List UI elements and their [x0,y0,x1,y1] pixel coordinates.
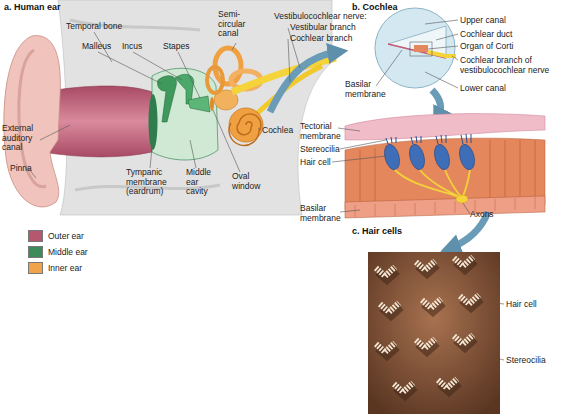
leader-line [232,43,236,50]
part-label: Vestibulocochlear nerve: [274,12,384,22]
legend-row: Outer ear [28,230,84,242]
panel-heading: b. Cochlea [352,2,452,12]
cochlea-spiral [229,114,261,146]
part-label: Axons [470,210,510,220]
leader-line [425,72,458,88]
oval-window [210,97,214,111]
part-label: Basilar membrane [345,80,385,99]
malleus [157,76,176,122]
leader-line [258,128,261,130]
leader-line [340,140,386,149]
stereocilia [386,137,396,144]
leader-line [463,203,470,214]
support-cells [360,140,535,205]
part-label: Middle ear cavity [186,168,216,197]
part-label: Stereocilia [506,356,561,366]
part-label: Tympanic membrane (eardrum) [126,168,170,197]
micrograph [368,252,500,414]
part-label: Cochlear branch of vestibulocochlear ner… [460,56,562,75]
leader-line [133,52,182,80]
leader-line [150,148,152,168]
hair-cell [407,143,427,172]
bundle-highlights [376,257,479,392]
part-label: Oval window [232,172,262,191]
leader-line [190,140,196,168]
hair-cell [382,143,402,172]
part-label: Cochlear duct [460,30,560,40]
part-label: Lower canal [460,84,560,94]
leader-line [338,128,360,131]
membrane-fibers [355,197,535,217]
leader-line [40,125,70,140]
part-label: Hair cell [300,158,350,168]
legend-row: Inner ear [28,262,82,274]
part-label: Incus [122,42,152,52]
leader-line [428,46,458,49]
part-label: Cochlear branch [290,34,370,44]
part-label: Malleus [82,42,122,52]
stereocilia-detail [386,134,471,144]
panel-heading: a. Human ear [4,2,104,12]
part-label: Upper canal [460,16,560,26]
part-label: Basilar membrane [300,204,342,223]
semicircular-canal [207,67,223,93]
part-label: Temporal bone [66,22,136,32]
leader-line [288,39,290,82]
stereocilia [436,135,446,144]
legend-text: Outer ear [48,231,84,241]
leader-lines [28,28,300,178]
stereocilia [411,136,421,144]
part-label: Hair cell [506,300,561,310]
legend-text: Inner ear [48,263,82,273]
part-label: Semi-circular canal [218,10,256,39]
leader-line [452,56,458,60]
pinna [4,36,60,207]
hair-cell [457,143,477,172]
legend-row: Middle ear [28,246,88,258]
bundle-shadow [378,261,481,396]
part-label: Vestibular branch [290,23,370,33]
leader-line [98,52,162,84]
leader-line [425,20,458,24]
axons [395,170,470,198]
leader-line [213,110,240,172]
leader-line [436,34,458,40]
bundle-shadows [378,261,481,396]
stapes [188,96,210,112]
cochlea-section [375,8,455,88]
part-label: Organ of Corti [460,42,560,52]
legend-swatch [28,230,43,242]
leader-line [340,210,360,212]
part-label: Stereocilia [300,145,350,155]
organ-of-corti [414,45,428,52]
nerve-bundle [456,195,468,203]
leader-line [376,50,402,86]
leader-line [332,156,386,162]
tympanic-membrane [149,94,158,150]
basilar-membrane-detail [345,196,545,218]
zoom-arrow [432,90,440,118]
zoom-arrow [270,52,338,112]
part-label: Tectorial membrane [300,122,342,141]
stereocilia-bundle [376,257,479,392]
panel-heading: c. Hair cells [352,226,452,236]
stereocilia-bundles [376,257,481,396]
part-label: Stapes [163,42,203,52]
tectorial-membrane [345,114,545,140]
legend-swatch [28,246,43,258]
part-label: External auditory canal [2,124,42,153]
stereocilia [461,134,471,144]
semicircular-canal [215,48,241,84]
legend-swatch [28,262,43,274]
legend-text: Middle ear [48,247,88,257]
part-label: Pinna [10,164,50,174]
hair-cell [432,143,452,172]
cochlear-nerve [252,66,322,118]
leader-line [178,52,200,98]
